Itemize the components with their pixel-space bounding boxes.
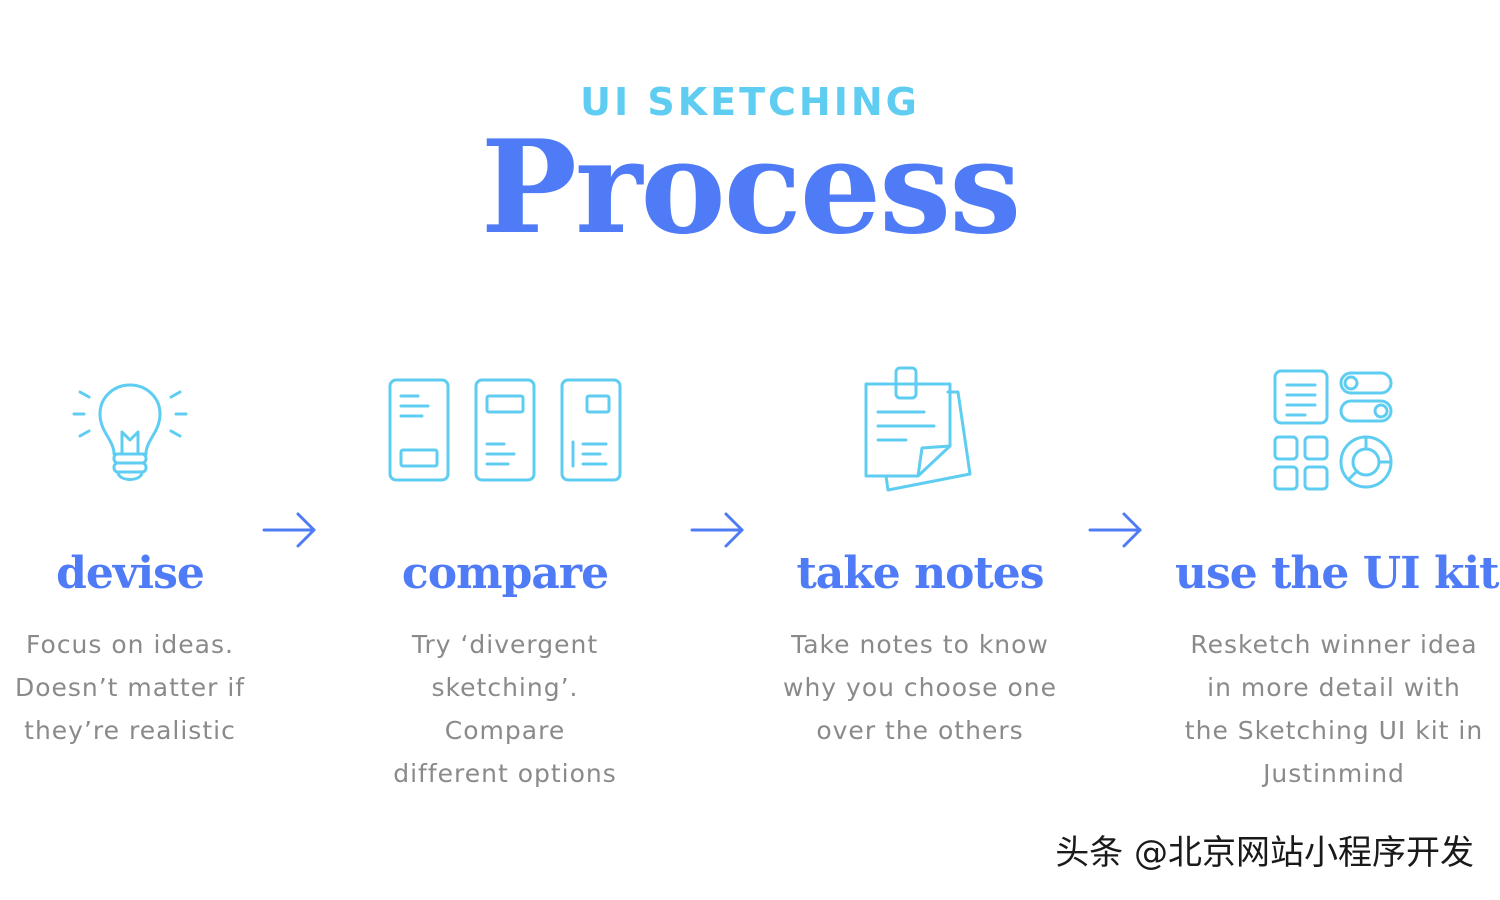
description-line: Compare [444,716,566,745]
ui-kit-icon [1273,369,1393,491]
kicker-title: UI SKETCHING [580,80,920,124]
description-line: different options [393,759,617,788]
description-line: Try ‘divergent [411,630,599,659]
page-title: Process [480,113,1022,263]
lightbulb-icon [72,383,188,481]
step-compare: compare Try ‘divergent sketching’. Compa… [380,360,630,795]
description-line: Focus on ideas. [26,630,234,659]
step-heading: compare [401,548,609,599]
description-line: they’re realistic [24,716,236,745]
arrow-right-icon [690,512,744,548]
description-line: sketching’. [431,673,579,702]
notes-icon [864,366,972,492]
description-line: Take notes to know [791,630,1049,659]
step-description: Focus on ideas. Doesn’t matter if they’r… [10,623,250,752]
description-line: Resketch winner idea [1190,630,1478,659]
step-heading: take notes [796,548,1044,599]
description-line: Justinmind [1263,759,1405,788]
arrow-right-icon [1088,512,1142,548]
step-devise: devise Focus on ideas. Doesn’t matter if… [10,360,250,752]
description-line: in more detail with [1207,673,1461,702]
step-description: Try ‘divergent sketching’. Compare diffe… [380,623,630,795]
description-line: over the others [816,716,1024,745]
wireframes-icon [388,378,622,482]
description-line: the Sketching UI kit in [1184,716,1484,745]
watermark: 头条 @北京网站小程序开发 [1055,833,1474,873]
step-take-notes: take notes Take notes to know why you ch… [775,360,1065,752]
description-line: why you choose one [783,673,1057,702]
step-heading: use the UI kit [1175,548,1500,599]
description-line: Doesn’t matter if [14,673,246,702]
step-heading: devise [56,548,205,599]
step-description: Take notes to know why you choose one ov… [775,623,1065,752]
step-use-ui-kit: use the UI kit Resketch winner idea in m… [1175,360,1500,795]
step-description: Resketch winner idea in more detail with… [1175,623,1493,795]
arrow-right-icon [262,512,316,548]
